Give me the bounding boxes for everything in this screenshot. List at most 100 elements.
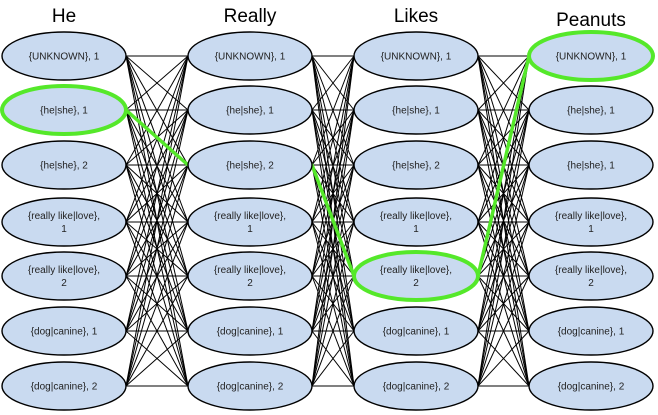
state-node-label: {dog|canine}, 1 (383, 327, 450, 338)
transition-edge (477, 330, 530, 387)
state-node-label: {really like|love}, (214, 265, 286, 276)
state-node-shape (353, 361, 479, 411)
state-node: {dog|canine}, 2 (187, 361, 313, 411)
state-node-shape (1, 31, 127, 81)
state-node: {he|she}, 2 (187, 140, 313, 190)
state-node-label: {dog|canine}, 1 (217, 327, 284, 338)
state-node-shape (528, 306, 654, 356)
state-node: {UNKNOWN}, 1 (1, 31, 127, 81)
state-node-label: 1 (588, 224, 594, 235)
state-node-label: {dog|canine}, 2 (31, 382, 98, 393)
column-title: Likes (394, 6, 438, 27)
transition-edge (125, 55, 189, 277)
state-node-label: {really like|love}, (28, 211, 100, 222)
state-node-shape (1, 361, 127, 411)
state-node: {he|she}, 1 (353, 85, 479, 135)
state-node: {really like|love},2 (528, 251, 654, 301)
state-node: {really like|love},1 (1, 197, 127, 247)
state-node: {really like|love},2 (187, 251, 313, 301)
state-node: {UNKNOWN}, 1 (187, 31, 313, 81)
state-node-label: {UNKNOWN}, 1 (29, 52, 100, 63)
state-node: {he|she}, 1 (528, 85, 654, 135)
transition-edge (311, 330, 355, 387)
state-node-label: {really like|love}, (555, 211, 627, 222)
state-node-highlighted (0, 84, 128, 136)
best-path-segment (476, 54, 531, 278)
state-node: {dog|canine}, 1 (528, 306, 654, 356)
transition-edge (477, 164, 530, 387)
state-node: {he|she}, 1 (187, 85, 313, 135)
state-node-label: {dog|canine}, 2 (217, 382, 284, 393)
state-node: {he|she}, 1 (0, 84, 128, 136)
node-layer: {UNKNOWN}, 1{he|she}, 1{he|she}, 2{reall… (0, 30, 655, 411)
transition-edge (477, 55, 530, 166)
transition-edge (311, 164, 355, 387)
state-node-label: 2 (61, 278, 67, 289)
state-node-shape (528, 140, 654, 190)
state-node-label: {dog|canine}, 2 (558, 382, 625, 393)
transition-edge (125, 164, 189, 387)
transition-edge (311, 221, 355, 387)
state-node-label: {he|she}, 1 (392, 106, 440, 117)
state-node-label: {really like|love}, (28, 265, 100, 276)
state-node-shape (187, 85, 313, 135)
transition-edge (477, 275, 530, 387)
state-node-shape (353, 306, 479, 356)
state-node: {he|she}, 2 (353, 140, 479, 190)
best-path-segment (124, 108, 190, 167)
state-node-shape (187, 31, 313, 81)
state-node-label: 2 (588, 278, 594, 289)
state-node-label: {he|she}, 1 (567, 161, 615, 172)
state-node: {really like|love},2 (352, 250, 480, 302)
state-node-highlighted (352, 250, 480, 302)
transition-edge (311, 55, 355, 277)
state-node-shape (1, 251, 127, 301)
state-node-label: {dog|canine}, 1 (558, 327, 625, 338)
state-node-shape (353, 197, 479, 247)
state-node-label: {he|she}, 1 (40, 106, 88, 117)
state-node-label: {UNKNOWN}, 1 (215, 52, 286, 63)
state-node-shape (187, 251, 313, 301)
state-node: {really like|love}, 1 (528, 197, 654, 247)
transition-edge (477, 55, 530, 387)
state-node-shape (1, 306, 127, 356)
column-title: He (52, 6, 76, 27)
state-node-shape (187, 361, 313, 411)
best-path-layer (124, 54, 531, 278)
transition-edge (311, 55, 355, 111)
state-node: {really like|love}, 1 (353, 197, 479, 247)
state-node-shape (353, 31, 479, 81)
transition-edge (125, 55, 189, 166)
state-node-label: {he|she}, 1 (226, 106, 274, 117)
transition-edge (125, 221, 189, 387)
state-node-shape (353, 140, 479, 190)
state-node-label: 2 (413, 278, 419, 289)
state-node-shape (353, 85, 479, 135)
state-node-shape (528, 361, 654, 411)
state-node-shape (528, 197, 654, 247)
state-node-shape (187, 306, 313, 356)
state-node: {dog|canine}, 2 (1, 361, 127, 411)
state-node: {dog|canine}, 2 (528, 361, 654, 411)
transition-edge (311, 275, 355, 387)
state-node: {UNKNOWN}, 1 (527, 30, 655, 82)
state-node-label: 1 (413, 224, 419, 235)
transition-edge (311, 55, 355, 223)
state-node-highlighted (527, 30, 655, 82)
transition-edge (477, 55, 530, 223)
state-node: {he|she}, 1 (528, 140, 654, 190)
state-node-label: 1 (247, 224, 253, 235)
state-node: {dog|canine}, 2 (353, 361, 479, 411)
transition-edge (477, 55, 530, 111)
state-node-shape (1, 197, 127, 247)
state-node-label: {dog|canine}, 1 (31, 327, 98, 338)
state-node-label: {he|she}, 2 (392, 161, 440, 172)
state-node-label: {really like|love}, (380, 211, 452, 222)
state-node-label: {really like|love}, (214, 211, 286, 222)
state-node: {dog|canine}, 1 (187, 306, 313, 356)
transition-edge (125, 330, 189, 387)
best-path-segment (310, 163, 356, 278)
state-node-shape (528, 251, 654, 301)
transition-edge (125, 55, 189, 111)
